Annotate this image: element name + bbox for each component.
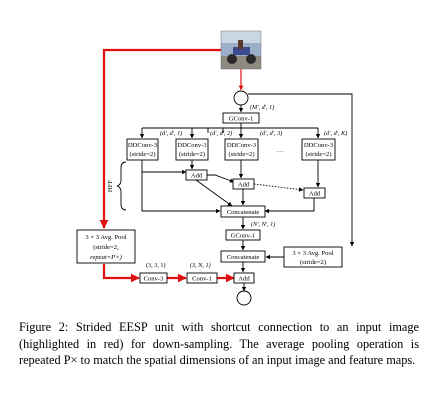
avg-pool-left: 3 × 3 Avg. Pool (stride=2, repeat=P×) bbox=[76, 229, 136, 264]
svg-text:repeat=P×): repeat=P×) bbox=[90, 254, 122, 261]
ddconv-annotation-3: (d', d', 3) bbox=[260, 130, 282, 137]
svg-text:Conv-1: Conv-1 bbox=[192, 276, 212, 283]
ddconv-box-k: DDConv-3 (stride=2) bbox=[301, 138, 336, 161]
svg-text:(stride=2): (stride=2) bbox=[300, 259, 326, 266]
svg-text:GConv-1: GConv-1 bbox=[231, 233, 256, 240]
ddconv-annotation-1: (d', d', 1) bbox=[160, 130, 182, 137]
svg-text:(stride=2): (stride=2) bbox=[305, 151, 331, 158]
figure-label: Figure 2: bbox=[19, 320, 69, 334]
svg-text:(stride=2,: (stride=2, bbox=[93, 244, 119, 251]
svg-text:Add: Add bbox=[238, 276, 250, 283]
conv1-annotation: (3, N, 1) bbox=[190, 262, 211, 269]
svg-text:DDConv-3: DDConv-3 bbox=[304, 142, 334, 149]
svg-text:Conv-3: Conv-3 bbox=[144, 276, 164, 283]
svg-text:3 × 3 Avg. Pool: 3 × 3 Avg. Pool bbox=[85, 234, 126, 241]
conv3-box: Conv-3 bbox=[139, 272, 168, 284]
ddconv-box-1: DDConv-3 (stride=2) bbox=[126, 138, 159, 161]
add-box-final: Add bbox=[233, 272, 255, 284]
svg-text:3 × 3 Avg. Pool: 3 × 3 Avg. Pool bbox=[292, 250, 333, 257]
gconv-bottom: GConv-1 bbox=[225, 229, 261, 241]
top-annotation: (M', d', 1) bbox=[250, 104, 274, 111]
ddconv-annotation-2: (d', d', 2) bbox=[210, 130, 232, 137]
concat-box-2: Concatenate bbox=[220, 250, 266, 263]
concat-box-1: Concatenate bbox=[220, 205, 266, 218]
add-box-2: Add bbox=[232, 178, 255, 190]
svg-text:DDConv-3: DDConv-3 bbox=[227, 142, 257, 149]
svg-text:(stride=2): (stride=2) bbox=[129, 151, 155, 158]
conv3-annotation: (3, 3, 1) bbox=[146, 262, 166, 269]
input-node bbox=[233, 90, 249, 106]
ddconv-annotation-k: (d', d', K) bbox=[324, 130, 347, 137]
conv1-box: Conv-1 bbox=[186, 272, 218, 284]
gconv-top: GConv-1 bbox=[222, 112, 260, 124]
input-image bbox=[220, 30, 262, 70]
figure-caption: Figure 2: Strided EESP unit with shortcu… bbox=[19, 319, 419, 369]
output-node bbox=[236, 290, 252, 306]
add-box-k: Add bbox=[303, 187, 326, 199]
svg-text:Add: Add bbox=[309, 191, 321, 198]
shortcut-path bbox=[99, 48, 235, 283]
svg-text:(stride=2): (stride=2) bbox=[179, 151, 205, 158]
ellipsis: … bbox=[277, 147, 284, 154]
svg-text:Concatenate: Concatenate bbox=[227, 254, 260, 261]
caption-text: Strided EESP unit with shortcut connecti… bbox=[19, 320, 419, 367]
hff-label: HFF bbox=[107, 180, 114, 192]
mid-annotation: (N', N', 1) bbox=[251, 221, 275, 228]
svg-text:GConv-1: GConv-1 bbox=[229, 116, 254, 123]
svg-text:DDConv-3: DDConv-3 bbox=[128, 142, 158, 149]
ddconv-box-2: DDConv-3 (stride=2) bbox=[175, 138, 209, 161]
ddconv-box-3: DDConv-3 (stride=2) bbox=[224, 138, 259, 161]
svg-text:DDConv-3: DDConv-3 bbox=[177, 142, 207, 149]
eesp-diagram: (M', d', 1) GConv-1 (d', d', 1) (d', d',… bbox=[76, 30, 355, 306]
add-box-1: Add bbox=[185, 169, 208, 181]
avg-pool-right: 3 × 3 Avg. Pool (stride=2) bbox=[283, 246, 343, 268]
svg-text:Concatenate: Concatenate bbox=[227, 209, 260, 216]
svg-text:(stride=2): (stride=2) bbox=[228, 151, 254, 158]
svg-text:Add: Add bbox=[191, 173, 203, 180]
svg-text:Add: Add bbox=[238, 182, 250, 189]
